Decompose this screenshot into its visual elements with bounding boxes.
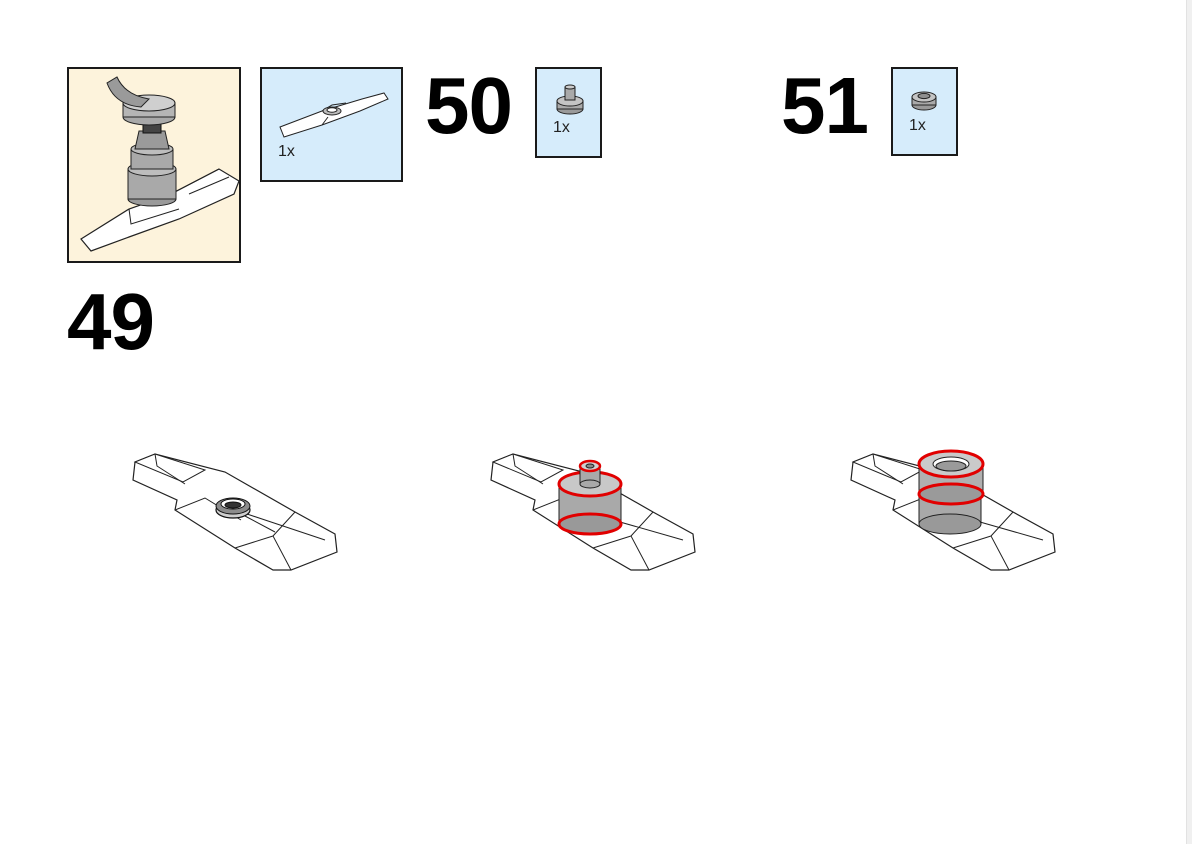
- step-49-assembly: [132, 453, 338, 571]
- part-quantity: 1x: [278, 143, 295, 160]
- part-quantity: 1x: [553, 119, 570, 136]
- parts-list-step-51: 1x: [891, 67, 958, 156]
- step-number: 50: [425, 61, 513, 150]
- step-number: 49: [67, 277, 155, 366]
- step-51-assembly: [850, 449, 1056, 571]
- parts-list-step-49: 1x: [260, 67, 403, 182]
- step-50-assembly: [490, 453, 696, 571]
- round-ring-tile-icon: [911, 91, 937, 111]
- parts-list-step-50: 1x: [535, 67, 602, 158]
- ski-plate-part-icon: [279, 92, 389, 138]
- round-plate-with-stud-icon: [556, 84, 584, 115]
- step-number: 51: [781, 61, 869, 150]
- page-edge: [1186, 0, 1192, 844]
- part-quantity: 1x: [909, 117, 926, 134]
- submodel-preview: [67, 67, 241, 263]
- submodel-preview-drawing: [80, 76, 240, 252]
